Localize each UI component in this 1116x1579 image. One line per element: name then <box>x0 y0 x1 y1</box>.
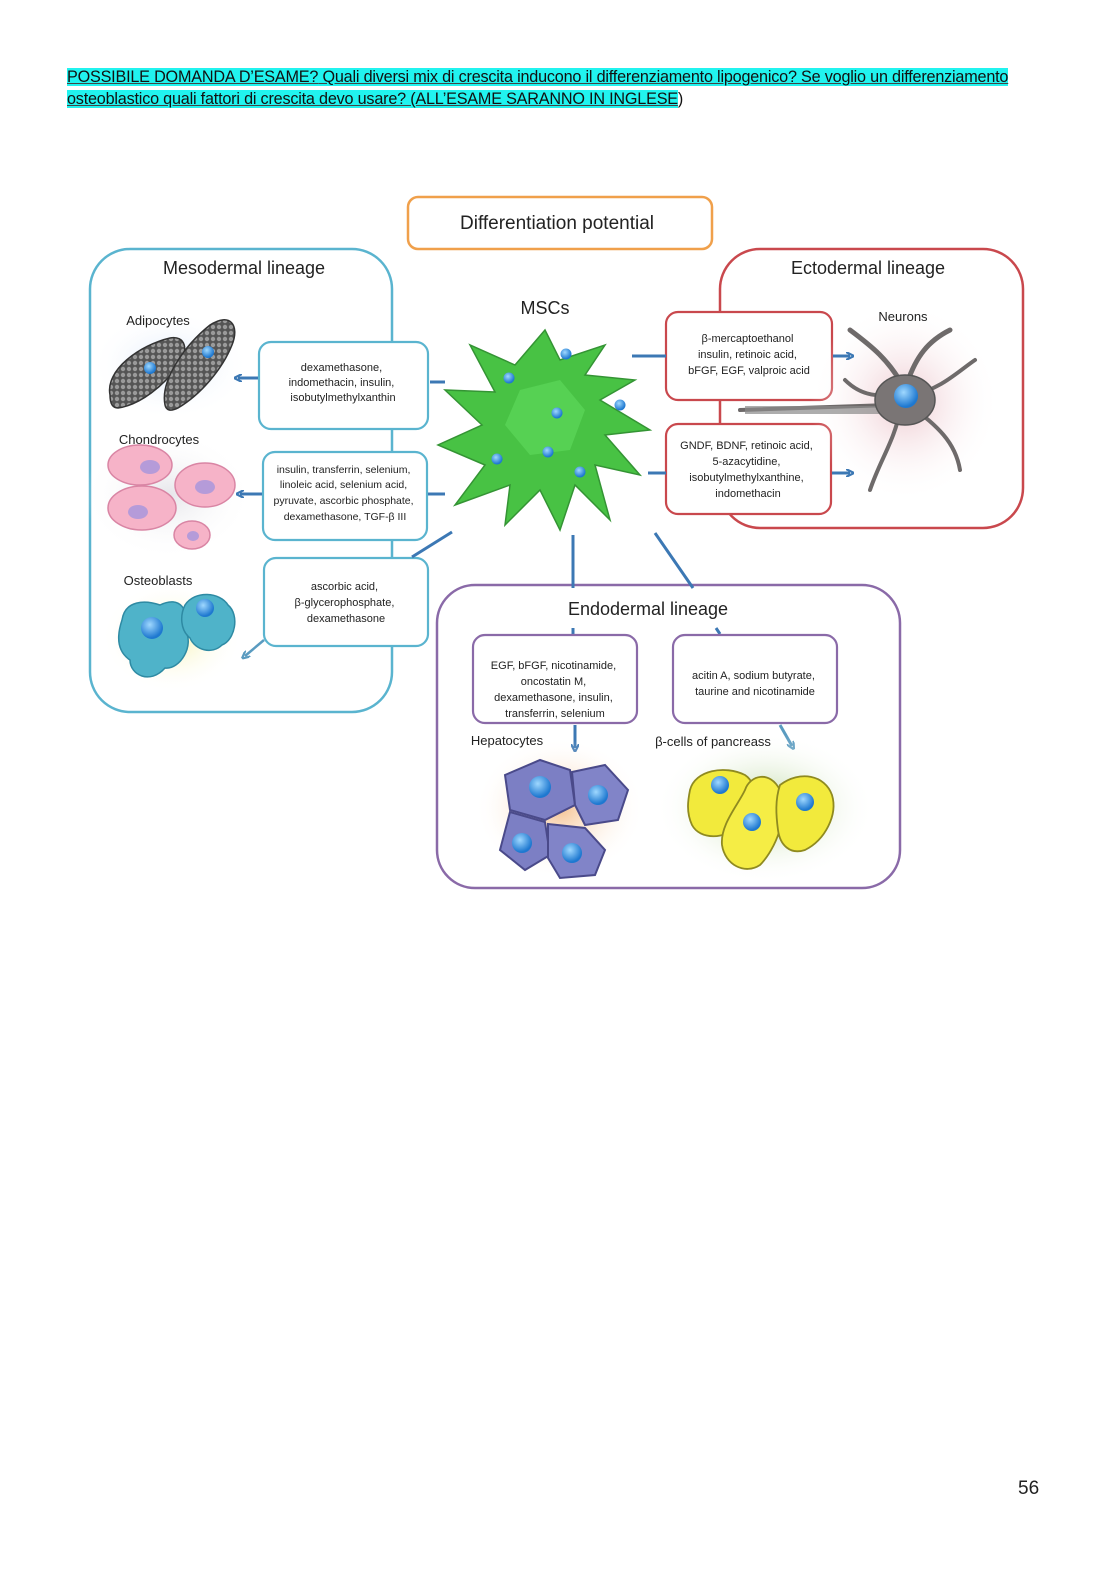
neuron-factor-line: GNDF, BDNF, retinoic acid, <box>680 440 813 452</box>
connector <box>714 627 722 635</box>
beta-cells-label: β-cells of pancreass <box>655 734 771 749</box>
differentiation-diagram: Differentiation potential Mesodermal lin… <box>83 195 1025 890</box>
beta-cell-factors: acitin A, sodium butyrate, taurine and n… <box>692 670 818 698</box>
adipocyte-factor-line: isobutylmethylxanthin <box>290 392 395 404</box>
adipocytes-illustration <box>108 319 236 411</box>
osteoblast-factors-box <box>262 556 430 648</box>
exam-question: POSSIBILE DOMANDA D’ESAME? Quali diversi… <box>67 66 1017 110</box>
osteoblast-factor-line: β-glycerophosphate, <box>295 597 395 609</box>
arrow-to-osteoblasts <box>245 639 265 656</box>
adipocyte-factor-line: dexamethasone, <box>301 362 382 374</box>
hepatocyte-factor-line: EGF, bFGF, nicotinamide, <box>491 660 616 672</box>
adipocyte-factor-line: indomethacin, insulin, <box>289 377 395 389</box>
adipocytes-label: Adipocytes <box>126 313 190 328</box>
neuron-factor-line: β-mercaptoethanol <box>702 333 794 345</box>
mesodermal-title: Mesodermal lineage <box>163 258 325 278</box>
beta-cells-illustration <box>687 769 835 870</box>
hepatocyte-factors-box <box>471 633 639 725</box>
neuron-factor-line: isobutylmethylxanthine, <box>689 472 803 484</box>
beta-cell-factor-line: acitin A, sodium butyrate, <box>692 670 815 682</box>
chondrocyte-factor-line: linoleic acid, selenium acid, <box>280 479 407 491</box>
msc-illustration <box>436 328 653 532</box>
title-box <box>406 195 714 251</box>
adipocyte-factors-box <box>257 340 430 431</box>
hepatocyte-factor-line: dexamethasone, insulin, <box>494 692 613 704</box>
chondrocyte-factors: insulin, transferrin, selenium, linoleic… <box>273 464 416 523</box>
osteoblast-factors: ascorbic acid, β-glycerophosphate, dexam… <box>295 581 398 625</box>
neuron-nucleus <box>894 384 918 408</box>
axon-sheath <box>745 406 880 414</box>
neuron-factor-line: insulin, retinoic acid, <box>698 349 797 361</box>
neuron-factor-line: 5-azacytidine, <box>713 456 781 468</box>
neuron-factors-2: GNDF, BDNF, retinoic acid, 5-azacytidine… <box>680 440 816 500</box>
hepatocyte-factor-line: transferrin, selenium <box>505 708 605 720</box>
connector <box>411 530 453 559</box>
chondrocytes-illustration <box>107 444 236 550</box>
hepatocyte-factor-line: oncostatin M, <box>521 676 586 688</box>
osteoblasts-label: Osteoblasts <box>124 573 193 588</box>
ectodermal-title: Ectodermal lineage <box>791 258 945 278</box>
chondrocyte-factor-line: dexamethasone, TGF-β III <box>284 511 407 523</box>
chondrocyte-factor-line: pyruvate, ascorbic phosphate, <box>273 495 413 507</box>
neurons-label: Neurons <box>878 309 928 324</box>
msc-label: MSCs <box>521 298 570 318</box>
osteoblasts-illustration <box>118 593 236 678</box>
adipocyte-factors: dexamethasone, indomethacin, insulin, is… <box>289 362 398 404</box>
hepatocyte-factors: EGF, bFGF, nicotinamide, oncostatin M, d… <box>491 660 619 720</box>
osteoblast-factor-line: ascorbic acid, <box>311 581 378 593</box>
hepatocytes-illustration <box>498 758 630 880</box>
exam-question-label: POSSIBILE DOMANDA D’ESAME? <box>67 68 319 86</box>
endodermal-title: Endodermal lineage <box>568 599 728 619</box>
beta-cell-factors-box <box>671 633 839 725</box>
hepatocytes-label: Hepatocytes <box>471 733 544 748</box>
exam-question-end: ) <box>677 90 684 108</box>
neuron-factors-box-2 <box>664 422 833 516</box>
page-number: 56 <box>1018 1478 1040 1499</box>
neuron-factor-line: bFGF, EGF, valproic acid <box>688 365 810 377</box>
osteoblast-factor-line: dexamethasone <box>307 613 385 625</box>
diagram-title: Differentiation potential <box>460 213 654 234</box>
chondrocyte-factor-line: insulin, transferrin, selenium, <box>277 464 411 476</box>
chondrocyte-factors-box <box>261 450 429 542</box>
connector <box>653 532 695 589</box>
neuron-factors-1: β-mercaptoethanol insulin, retinoic acid… <box>688 333 810 377</box>
beta-cell-factor-line: taurine and nicotinamide <box>695 686 815 698</box>
chondrocytes-label: Chondrocytes <box>119 432 200 447</box>
neuron-factor-line: indomethacin <box>715 488 780 500</box>
